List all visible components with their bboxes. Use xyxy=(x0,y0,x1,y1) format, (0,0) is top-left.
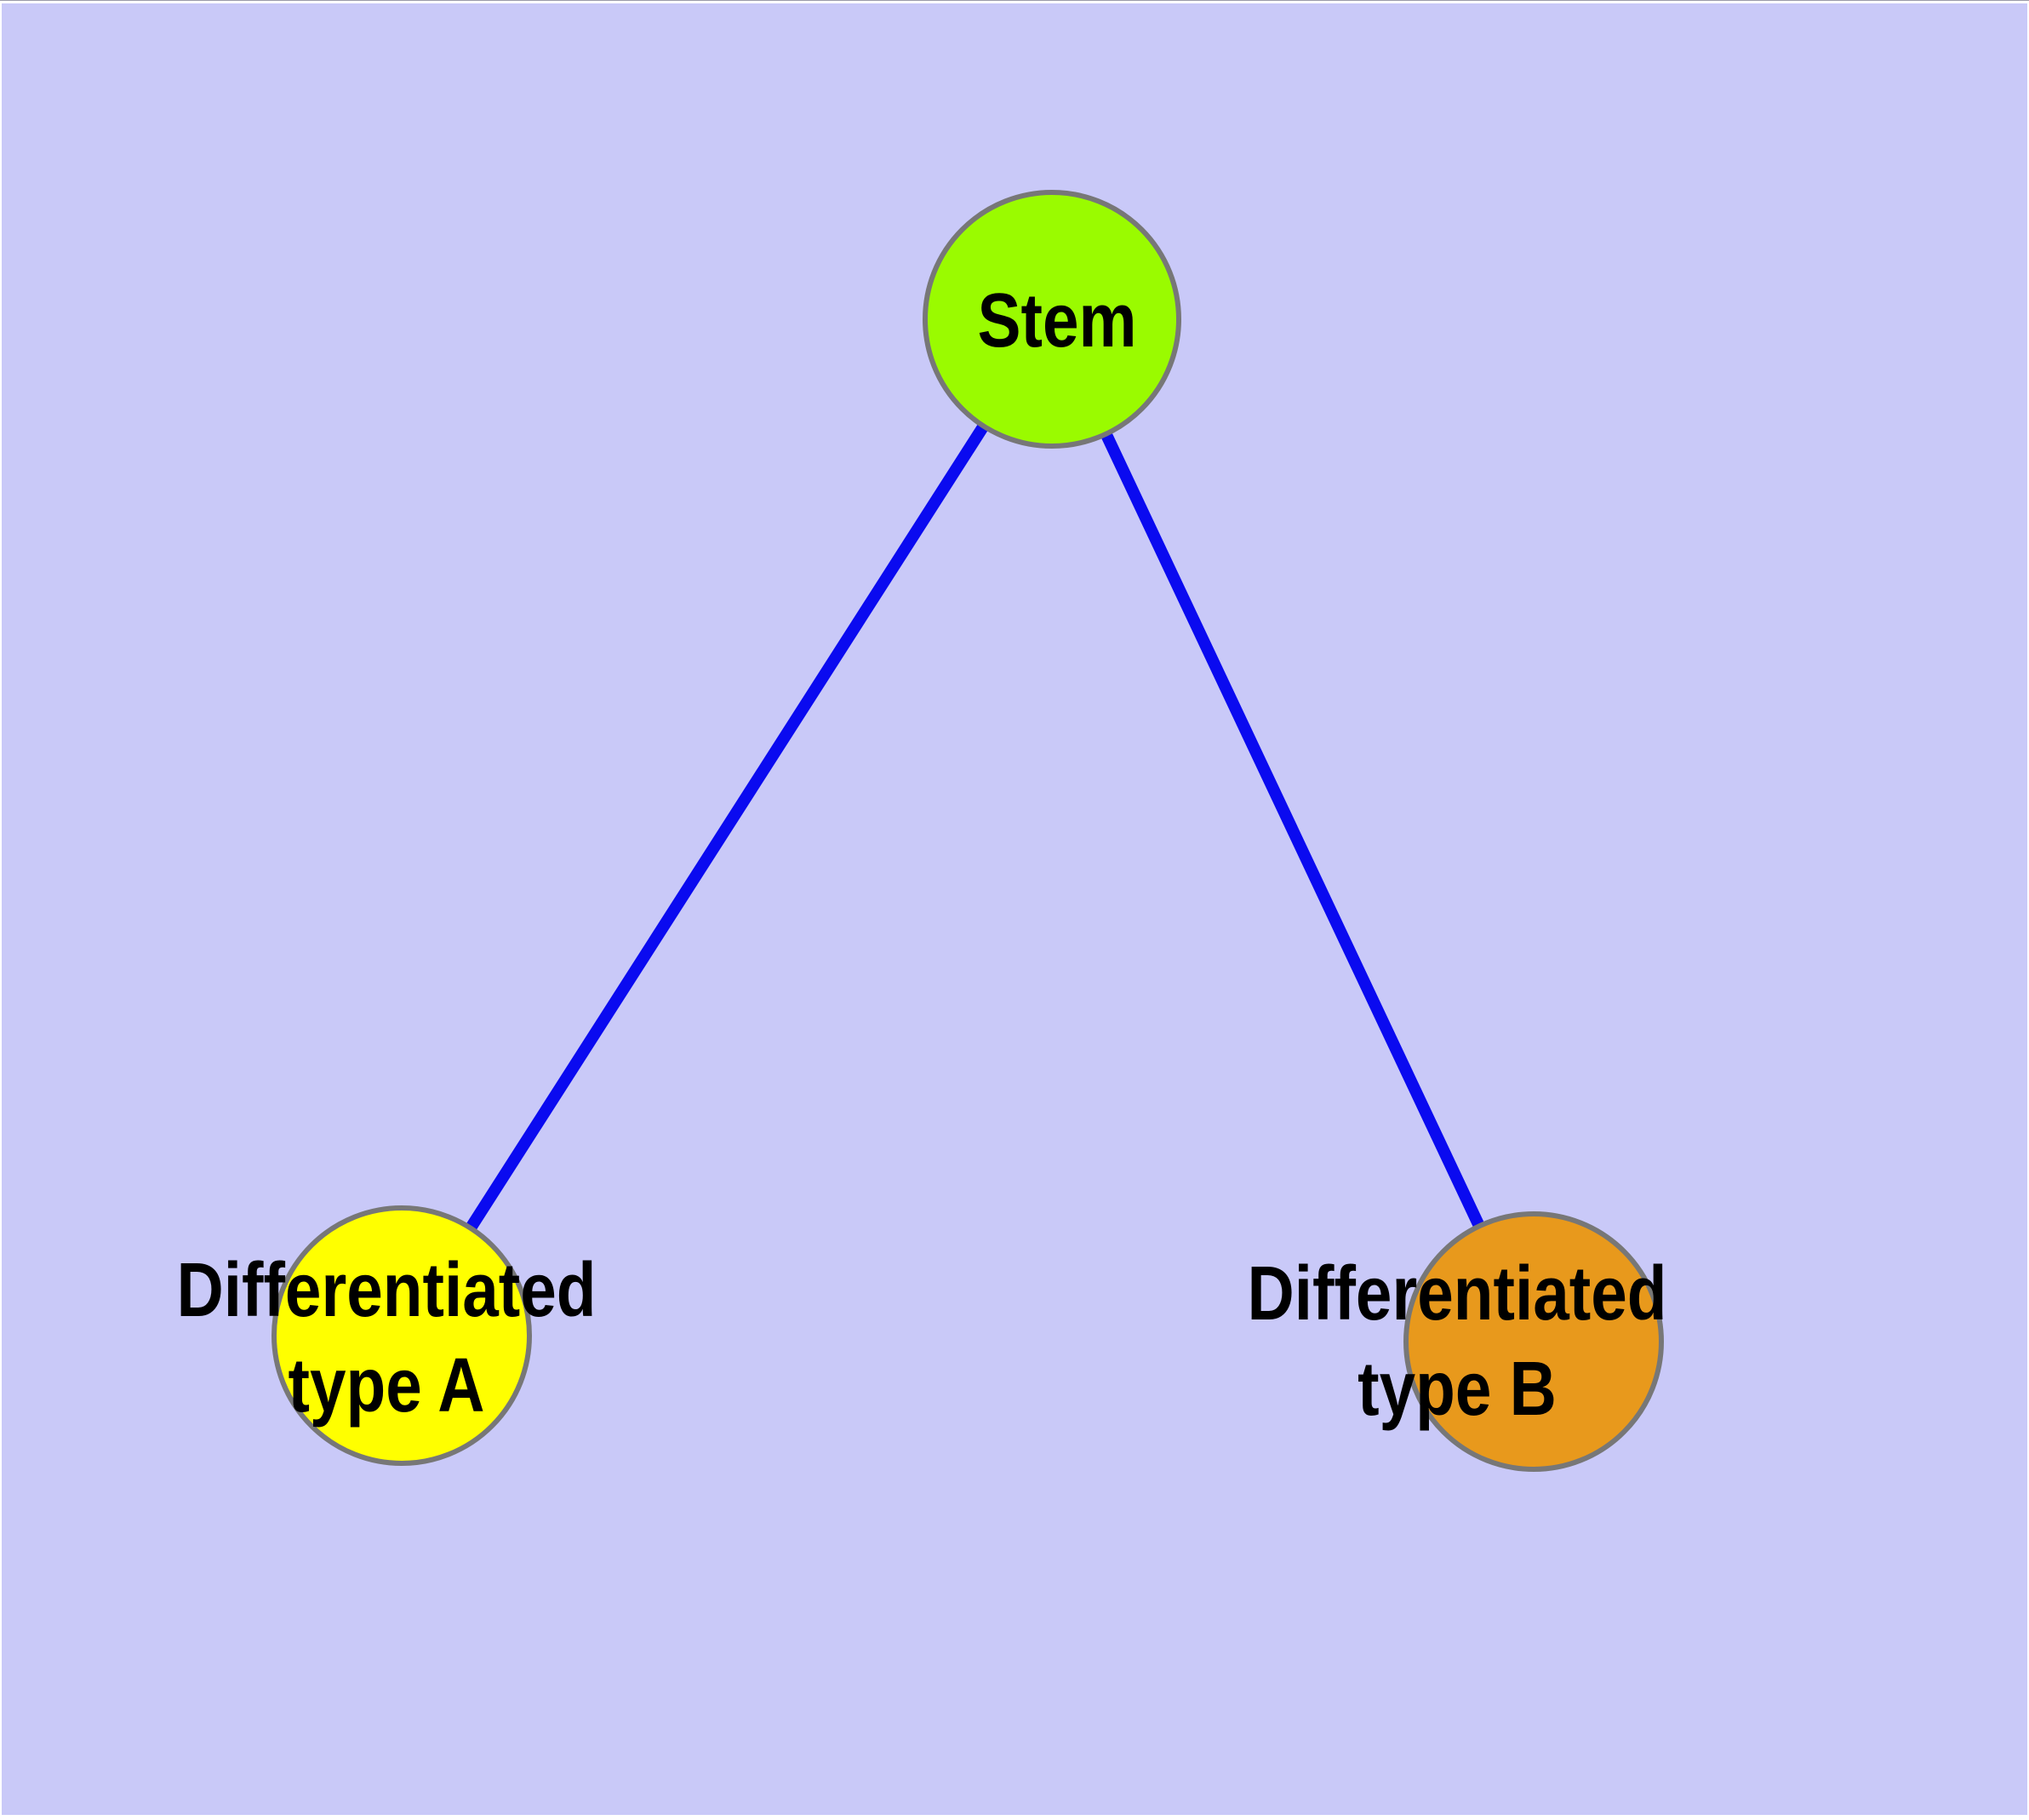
type-a-label-line-2: type A xyxy=(288,1343,485,1428)
edge-stem-to-type-a xyxy=(397,316,1057,1339)
type-b-node xyxy=(1403,1211,1664,1472)
diagram-canvas: Stem Differentiated type A Differentiate… xyxy=(2,3,2027,1815)
type-b-label-line-1: Differentiated xyxy=(1247,1251,1667,1336)
type-b-node-label: Differentiated type B xyxy=(1247,1246,1666,1437)
type-b-label-line-2: type B xyxy=(1357,1347,1557,1432)
type-a-node-label: Differentiated type A xyxy=(176,1243,596,1434)
type-a-node xyxy=(271,1205,532,1466)
edge-stem-to-type-b xyxy=(1046,317,1540,1344)
stem-node-label: Stem xyxy=(977,278,1137,363)
type-a-label-line-1: Differentiated xyxy=(176,1248,597,1333)
graph-svg xyxy=(271,190,1664,1472)
stem-node xyxy=(923,190,1181,449)
window-top-edge xyxy=(0,0,2029,1)
